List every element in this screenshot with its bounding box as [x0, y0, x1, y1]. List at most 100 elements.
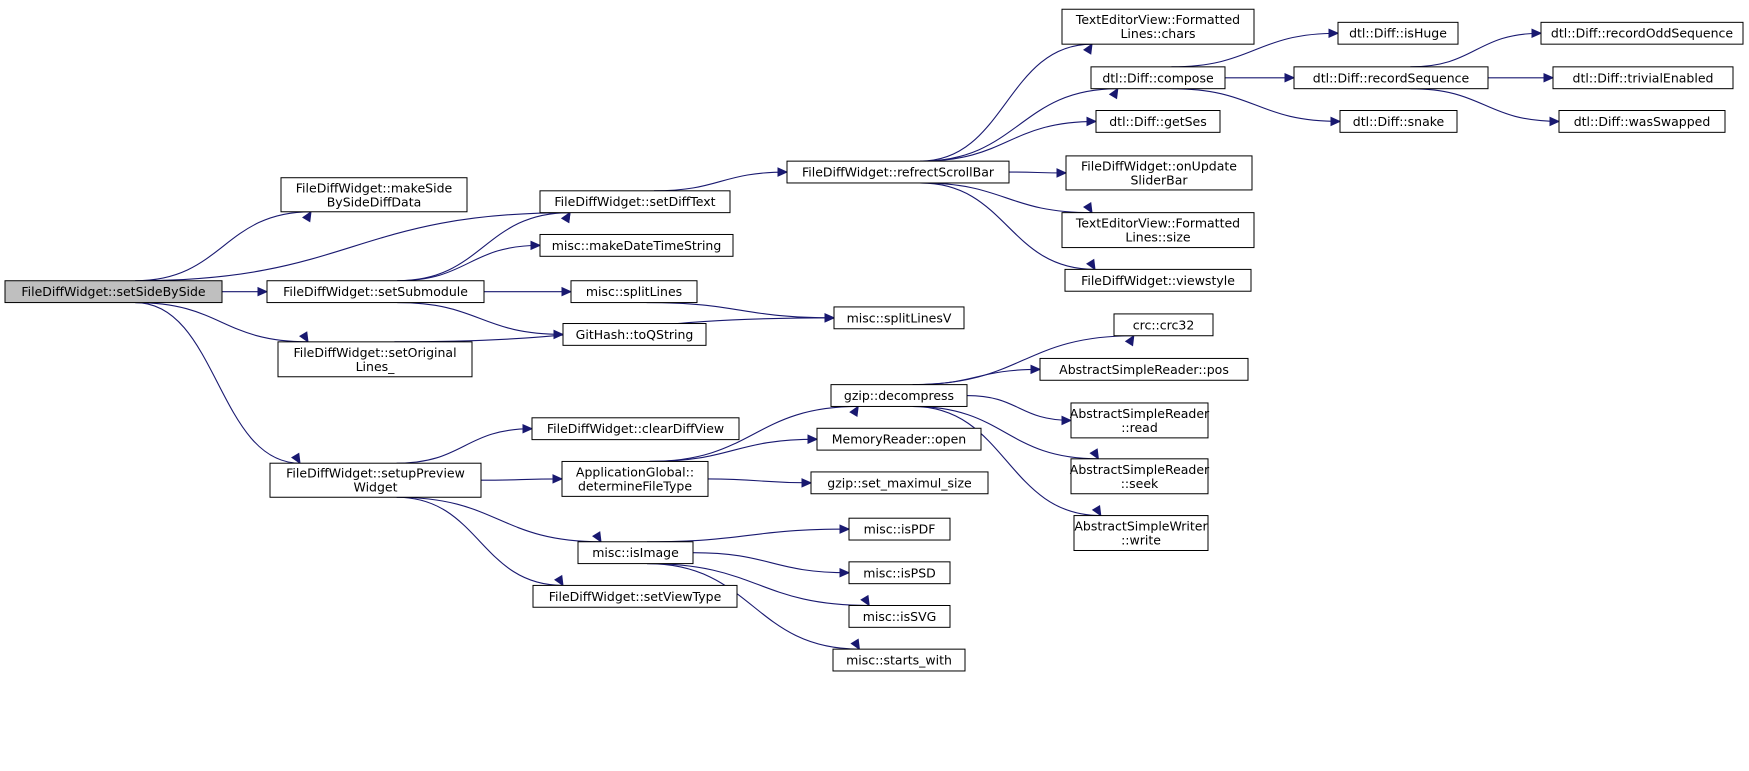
- node-label: Lines_: [356, 359, 396, 374]
- edge-line: [920, 43, 1093, 162]
- node-box: [1061, 212, 1255, 249]
- node-label: crc::crc32: [1133, 317, 1195, 332]
- edge-arrowhead: [1091, 504, 1102, 517]
- node-getSes[interactable]: dtl::Diff::getSes: [1095, 110, 1221, 133]
- node-snake[interactable]: dtl::Diff::snake: [1339, 110, 1458, 133]
- node-isSVG[interactable]: misc::isSVG: [848, 604, 951, 628]
- edge-setSideBySide-to-setSubmodule: [222, 286, 269, 297]
- edge-line: [646, 302, 835, 319]
- node-label: gzip::set_maximul_size: [827, 475, 972, 490]
- node-box: [539, 233, 734, 257]
- nodes-layer: FileDiffWidget::setSideBySideFileDiffWid…: [4, 8, 1744, 672]
- node-memOpen[interactable]: MemoryReader::open: [816, 427, 982, 451]
- node-isPSD[interactable]: misc::isPSD: [848, 561, 951, 585]
- edge-arrowhead: [1108, 87, 1119, 100]
- node-startsWith[interactable]: misc::starts_with: [832, 648, 966, 672]
- node-isPDF[interactable]: misc::isPDF: [848, 517, 951, 541]
- node-recordOddSequence[interactable]: dtl::Diff::recordOddSequence: [1540, 21, 1744, 45]
- edge-setSideBySide-to-setOriginalLines: [135, 302, 309, 343]
- node-compose[interactable]: dtl::Diff::compose: [1090, 66, 1226, 90]
- edge-setSubmodule-to-makeDateTimeString: [397, 240, 542, 282]
- node-trivialEnabled[interactable]: dtl::Diff::trivialEnabled: [1552, 66, 1734, 90]
- node-wasSwapped[interactable]: dtl::Diff::wasSwapped: [1558, 110, 1726, 133]
- node-setSubmodule[interactable]: FileDiffWidget::setSubmodule: [266, 280, 485, 304]
- node-label: ApplicationGlobal::: [576, 464, 694, 479]
- node-box: [816, 427, 982, 451]
- node-label: ::read: [1121, 420, 1158, 435]
- edge-arrowhead: [824, 313, 836, 323]
- node-box: [266, 280, 485, 304]
- node-readerRead[interactable]: AbstractSimpleReader::read: [1070, 402, 1210, 439]
- edge-refrectScrollBar-to-getSes: [920, 116, 1098, 162]
- node-isImage[interactable]: misc::isImage: [577, 541, 694, 565]
- node-clearDiffView[interactable]: FileDiffWidget::clearDiffView: [531, 417, 740, 441]
- node-makeDateTimeString[interactable]: misc::makeDateTimeString: [539, 233, 734, 257]
- node-decompress[interactable]: gzip::decompress: [830, 384, 968, 407]
- edge-isImage-to-isPDF: [646, 524, 851, 543]
- node-recordSequence[interactable]: dtl::Diff::recordSequence: [1293, 66, 1489, 90]
- edge-arrowhead: [1086, 258, 1096, 271]
- node-determineFileType[interactable]: ApplicationGlobal::determineFileType: [561, 460, 709, 497]
- edge-line: [396, 496, 564, 586]
- node-box: [1070, 458, 1209, 495]
- edge-line: [135, 211, 312, 282]
- node-label: misc::isPDF: [864, 522, 936, 537]
- node-readerSeek[interactable]: AbstractSimpleReader::seek: [1070, 458, 1210, 495]
- edge-line: [396, 428, 533, 464]
- node-label: FileDiffWidget::clearDiffView: [547, 421, 724, 436]
- node-setViewType[interactable]: FileDiffWidget::setViewType: [532, 584, 738, 608]
- edge-arrowhead: [553, 329, 565, 340]
- edge-arrowhead: [302, 210, 312, 223]
- node-label: AbstractSimpleWriter: [1074, 519, 1208, 534]
- edge-line: [649, 438, 818, 463]
- edge-line: [135, 302, 301, 464]
- edge-line: [646, 563, 870, 607]
- edge-decompress-to-readerSeek: [912, 405, 1100, 460]
- node-setSideBySide[interactable]: FileDiffWidget::setSideBySide: [4, 280, 223, 304]
- node-crc32[interactable]: crc::crc32: [1113, 313, 1214, 337]
- node-box: [1113, 313, 1214, 337]
- node-setDiffText[interactable]: FileDiffWidget::setDiffText: [539, 190, 731, 214]
- node-isHuge[interactable]: dtl::Diff::isHuge: [1337, 21, 1459, 45]
- edge-determineFileType-to-decompress: [649, 405, 859, 463]
- edge-arrowhead: [1083, 43, 1093, 55]
- node-label: FileDiffWidget::setSubmodule: [283, 284, 468, 299]
- node-box: [531, 417, 740, 441]
- edge-refrectScrollBar-to-fmtChars: [920, 43, 1093, 162]
- edge-line: [135, 302, 309, 343]
- node-box: [786, 160, 1010, 184]
- node-label: FileDiffWidget::viewstyle: [1081, 273, 1235, 288]
- node-splitLines[interactable]: misc::splitLines: [570, 280, 698, 304]
- edge-arrowhead: [1056, 168, 1068, 178]
- node-box: [269, 462, 482, 498]
- edge-arrowhead: [1089, 448, 1100, 460]
- node-box: [280, 177, 468, 213]
- node-box: [1337, 21, 1459, 45]
- edge-line: [912, 368, 1041, 386]
- node-refrectScrollBar[interactable]: FileDiffWidget::refrectScrollBar: [786, 160, 1010, 184]
- node-toQString[interactable]: GitHash::toQString: [562, 323, 707, 346]
- node-writerWrite[interactable]: AbstractSimpleWriter::write: [1073, 515, 1209, 551]
- node-readerPos[interactable]: AbstractSimpleReader::pos: [1039, 357, 1249, 381]
- node-viewstyle[interactable]: FileDiffWidget::viewstyle: [1064, 268, 1252, 292]
- node-box: [1339, 110, 1458, 133]
- edge-arrowhead: [291, 452, 301, 465]
- node-label: GitHash::toQString: [576, 327, 694, 342]
- node-box: [1064, 268, 1252, 292]
- edge-arrowhead: [561, 211, 571, 224]
- node-splitLinesV[interactable]: misc::splitLinesV: [833, 306, 965, 330]
- node-label: gzip::decompress: [844, 388, 954, 403]
- node-label: SliderBar: [1130, 172, 1188, 187]
- edge-setSubmodule-to-setDiffText: [397, 211, 571, 282]
- node-label: MemoryReader::open: [832, 432, 966, 447]
- edge-line: [920, 120, 1097, 162]
- node-setMaximulSize[interactable]: gzip::set_maximul_size: [810, 471, 989, 495]
- edge-line: [646, 563, 860, 650]
- node-label: FileDiffWidget::setViewType: [549, 589, 722, 604]
